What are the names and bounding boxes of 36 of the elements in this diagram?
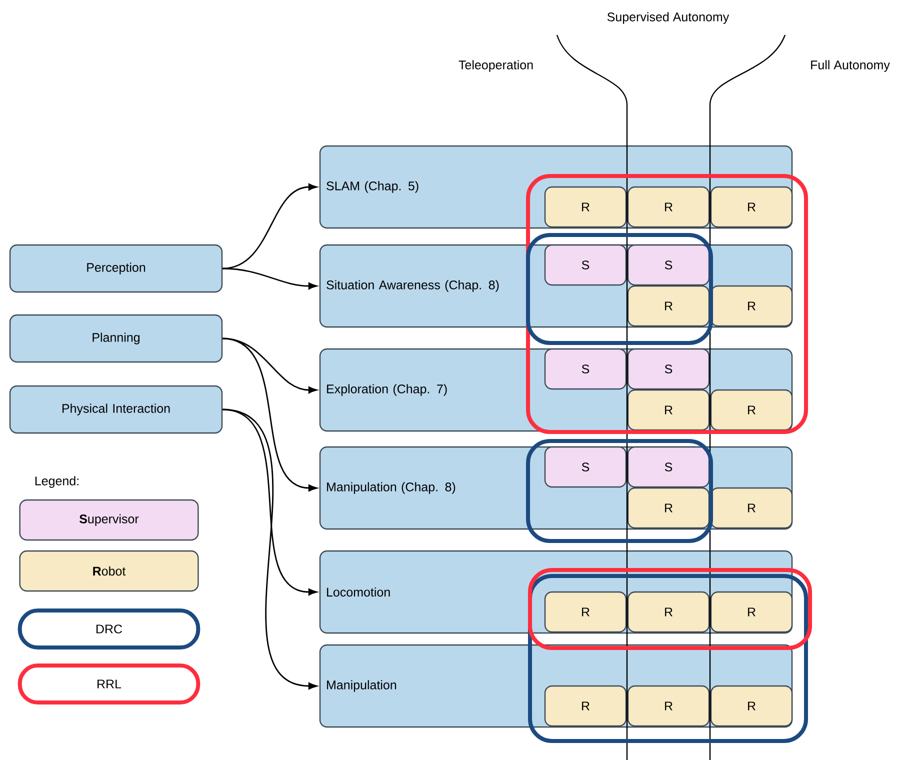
category-box: Physical Interaction bbox=[9, 385, 223, 434]
mode-box: R bbox=[710, 389, 793, 431]
mode-box: S bbox=[544, 446, 627, 488]
mode-box: S bbox=[544, 348, 627, 390]
arrow bbox=[222, 268, 318, 290]
legend-key: Supervisor bbox=[19, 499, 199, 541]
axis-label: Legend: bbox=[35, 476, 78, 488]
mode-box: R bbox=[627, 685, 710, 727]
mode-box: R bbox=[627, 591, 710, 633]
legend-key: RRL bbox=[18, 664, 200, 704]
mode-box: R bbox=[710, 285, 793, 327]
mode-box: R bbox=[544, 186, 627, 228]
arrow bbox=[222, 338, 318, 492]
mode-box: S bbox=[627, 244, 710, 286]
mode-box: R bbox=[544, 591, 627, 633]
mode-box: R bbox=[710, 186, 793, 228]
mode-box: R bbox=[710, 487, 793, 529]
mode-box: S bbox=[627, 348, 710, 390]
mode-box: R bbox=[710, 591, 793, 633]
mode-box: R bbox=[710, 685, 793, 727]
category-box: Planning bbox=[9, 314, 223, 363]
category-box: Perception bbox=[9, 244, 223, 293]
mode-box: S bbox=[627, 446, 710, 488]
arrow bbox=[222, 408, 318, 690]
mode-box: S bbox=[544, 244, 627, 286]
legend-key: DRC bbox=[18, 608, 200, 650]
axis-label: Full Autonomy bbox=[811, 60, 890, 72]
mode-box: R bbox=[544, 685, 627, 727]
legend-key: Robot bbox=[19, 550, 199, 592]
mode-box: R bbox=[627, 186, 710, 228]
mode-box: R bbox=[627, 487, 710, 529]
mode-box: R bbox=[627, 285, 710, 327]
arrow bbox=[222, 184, 318, 270]
axis-label: Supervised Autonomy bbox=[607, 12, 730, 24]
axis-label: Teleoperation bbox=[458, 60, 533, 72]
mode-box: R bbox=[627, 389, 710, 431]
